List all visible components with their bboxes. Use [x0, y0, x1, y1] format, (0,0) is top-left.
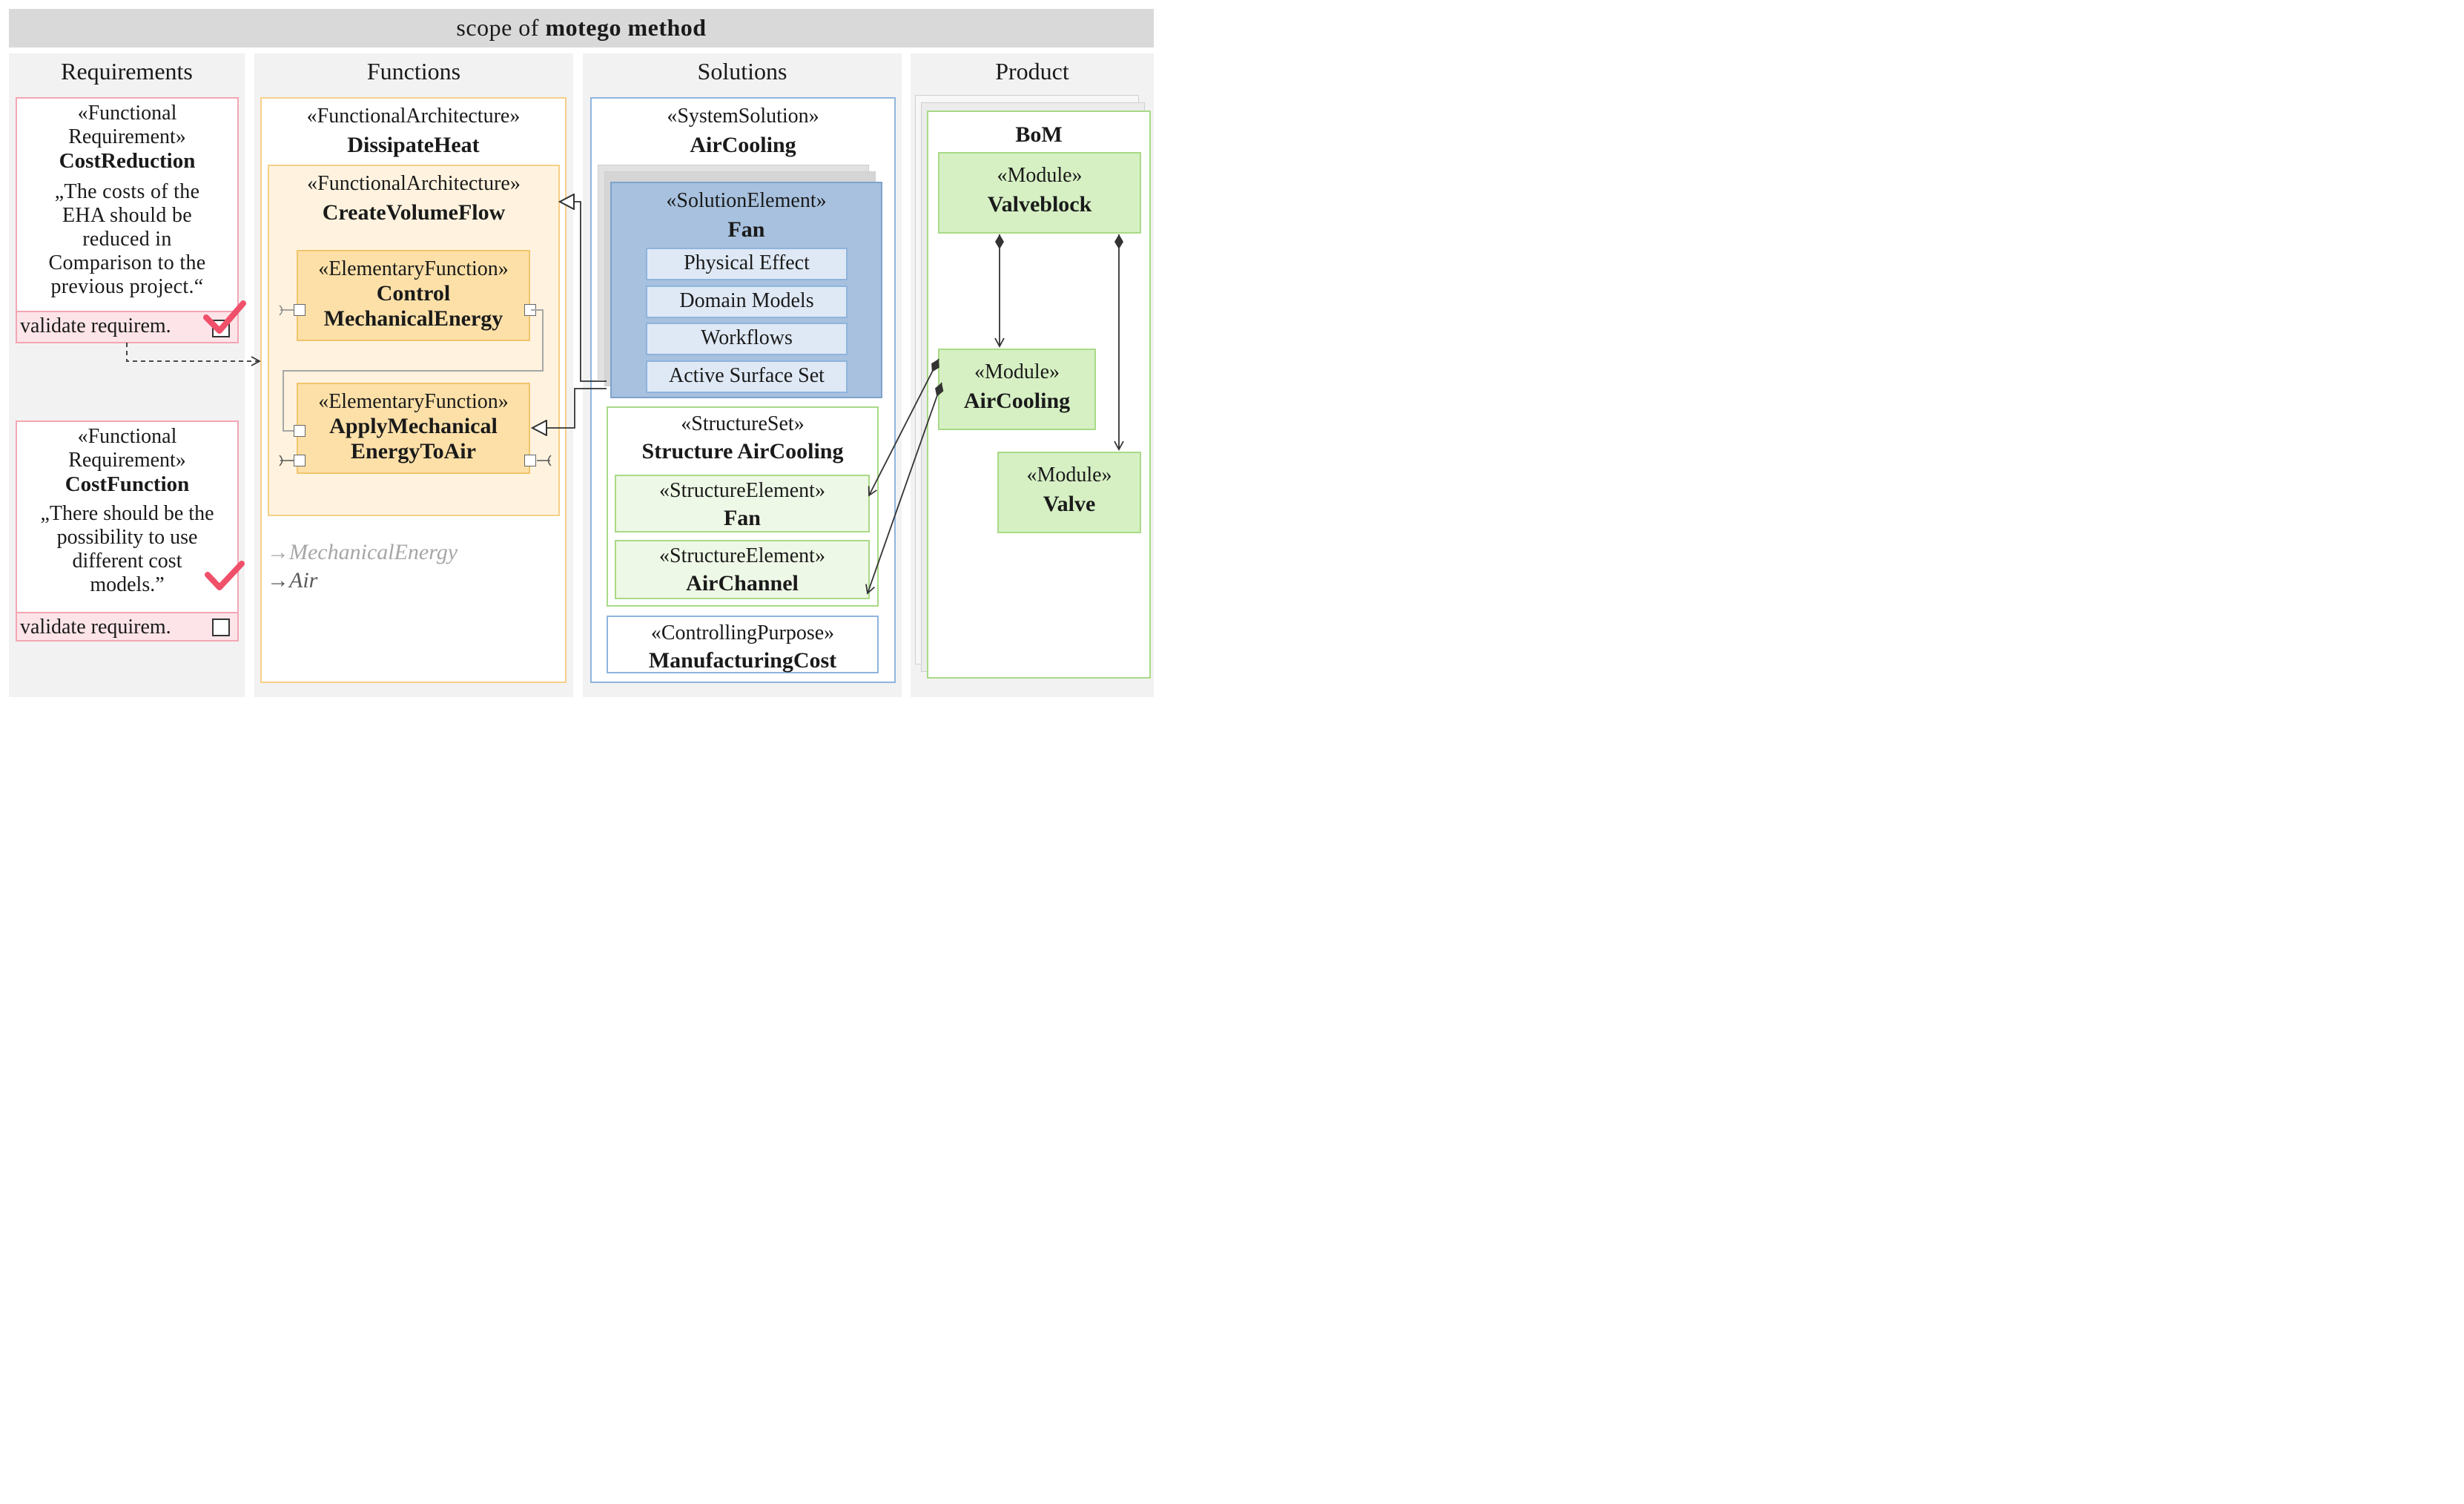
controlling-purpose-stereotype: «ControllingPurpose»: [650, 621, 835, 644]
requirement-text: „There should be the possibility to use …: [17, 502, 237, 597]
function-name-line: Control: [376, 281, 451, 306]
elementary-function-apply-mechanical-energy[interactable]: «ElementaryFunction» ApplyMechanical Ene…: [297, 383, 530, 474]
module-name: Valveblock: [987, 192, 1092, 217]
function-name-line: MechanicalEnergy: [323, 306, 503, 331]
module-air-cooling[interactable]: «Module» AirCooling: [938, 349, 1096, 430]
validate-checkbox[interactable]: [212, 320, 230, 337]
function-stereotype: «ElementaryFunction»: [318, 257, 509, 280]
function-name-line: EnergyToAir: [351, 439, 476, 464]
flow-air: →Air: [267, 568, 317, 593]
requirement-text-line: „There should be the: [40, 502, 214, 525]
module-name: Valve: [1043, 492, 1096, 516]
flow-arrow-icon: →: [267, 568, 289, 593]
requirement-text-line: models.”: [90, 573, 165, 596]
requirement-text-line: EHA should be: [62, 204, 192, 227]
requirement-name: CostFunction: [65, 472, 190, 496]
controlling-purpose-name: ManufacturingCost: [648, 648, 837, 673]
requirement-text-line: previous project.“: [50, 275, 204, 298]
structure-set-name: Structure AirCooling: [641, 439, 844, 464]
validate-requirement-row[interactable]: validate requirem.: [16, 311, 239, 343]
domain-models-item[interactable]: Domain Models: [646, 286, 848, 318]
flow-label: Air: [289, 568, 318, 593]
product-heading: Product: [995, 58, 1069, 85]
bom-title: BoM: [1015, 122, 1063, 147]
requirement-stereotype: Requirement»: [68, 125, 186, 148]
architecture-name: DissipateHeat: [347, 133, 480, 157]
requirement-stereotype: «Functional: [77, 425, 177, 448]
workflows-item[interactable]: Workflows: [646, 323, 848, 355]
structure-element-stereotype: «StructureElement»: [659, 479, 825, 502]
structure-element-air-channel[interactable]: «StructureElement» AirChannel: [615, 540, 870, 599]
architecture-stereotype: «FunctionalArchitecture»: [306, 105, 521, 128]
requirement-text-line: possibility to use: [56, 526, 198, 549]
banner-method-name: motego method: [545, 14, 707, 41]
structure-element-stereotype: «StructureElement»: [659, 544, 825, 567]
solution-element-stereotype: «SolutionElement»: [666, 189, 827, 212]
requirement-text-line: Comparison to the: [48, 251, 206, 274]
input-port[interactable]: [294, 455, 305, 466]
requirement-name: CostReduction: [59, 149, 196, 173]
functions-heading: Functions: [366, 58, 461, 85]
flow-arrow-icon: →: [267, 540, 289, 564]
scope-banner: scope of motego method: [9, 9, 1154, 47]
output-port[interactable]: [524, 304, 536, 316]
requirement-text-line: reduced in: [82, 228, 172, 251]
elementary-function-control-mechanical-energy[interactable]: «ElementaryFunction» Control MechanicalE…: [297, 250, 530, 341]
input-port[interactable]: [294, 304, 305, 316]
validate-requirement-label: validate requirem.: [20, 616, 171, 639]
solution-element-name: Fan: [727, 217, 765, 242]
requirement-cost-function[interactable]: «Functional Requirement» CostFunction „T…: [16, 420, 239, 641]
module-stereotype: «Module»: [974, 360, 1060, 383]
output-port[interactable]: [524, 455, 536, 466]
controlling-purpose-manufacturing-cost[interactable]: «ControllingPurpose» ManufacturingCost: [607, 616, 879, 673]
requirement-text-line: „The costs of the: [54, 180, 200, 203]
validate-checkbox[interactable]: [212, 619, 230, 636]
active-surface-set-item[interactable]: Active Surface Set: [646, 360, 848, 393]
module-stereotype: «Module»: [1026, 464, 1112, 487]
module-valve[interactable]: «Module» Valve: [997, 452, 1141, 533]
structure-element-name: AirChannel: [686, 571, 799, 596]
solution-stereotype: «SystemSolution»: [667, 105, 819, 128]
module-name: AirCooling: [963, 389, 1071, 413]
requirement-text: „The costs of the EHA should be reduced …: [17, 180, 237, 299]
validate-requirement-row[interactable]: validate requirem.: [16, 612, 239, 641]
banner-prefix: scope of: [456, 14, 539, 41]
solutions-heading: Solutions: [697, 58, 787, 85]
physical-effect-item[interactable]: Physical Effect: [646, 248, 848, 280]
requirement-stereotype: «Functional: [77, 102, 177, 125]
requirement-cost-reduction[interactable]: «Functional Requirement» CostReduction „…: [16, 97, 239, 343]
input-port[interactable]: [294, 425, 305, 437]
structure-set-stereotype: «StructureSet»: [681, 412, 805, 435]
architecture-stereotype: «FunctionalArchitecture»: [307, 172, 521, 195]
structure-element-fan[interactable]: «StructureElement» Fan: [615, 475, 870, 532]
architecture-name: CreateVolumeFlow: [322, 200, 506, 225]
function-name-line: ApplyMechanical: [329, 414, 498, 438]
flow-label: MechanicalEnergy: [289, 540, 458, 564]
requirement-stereotype: Requirement»: [68, 449, 186, 472]
function-stereotype: «ElementaryFunction»: [318, 390, 509, 413]
module-valveblock[interactable]: «Module» Valveblock: [938, 152, 1141, 234]
requirements-heading: Requirements: [61, 58, 193, 85]
requirement-text-line: different cost: [72, 550, 182, 573]
flow-mechanical-energy: →MechanicalEnergy: [267, 540, 458, 565]
solution-name: AirCooling: [690, 133, 796, 157]
validate-requirement-label: validate requirem.: [20, 314, 171, 337]
module-stereotype: «Module»: [997, 164, 1083, 187]
structure-element-name: Fan: [723, 506, 761, 530]
